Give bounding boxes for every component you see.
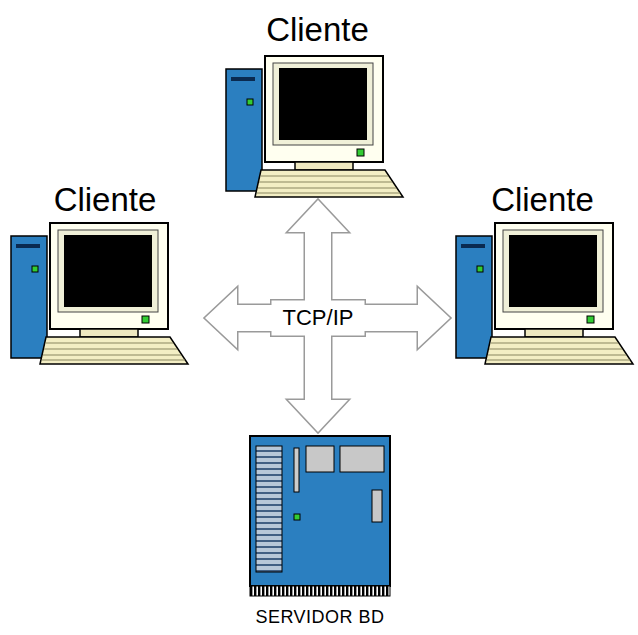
block-arrow [205, 288, 278, 348]
arrow-fill [288, 330, 348, 433]
client-label: Cliente [54, 182, 157, 218]
server-label: SERVIDOR BD [255, 608, 384, 628]
protocol-label: TCP/IP [283, 306, 354, 330]
client-node: Cliente [450, 178, 635, 370]
hub-fill [272, 301, 365, 336]
arrow-fill [359, 288, 451, 348]
arrow-fill [205, 288, 278, 348]
network-hub: TCP/IP [272, 301, 365, 336]
client-node: Cliente [5, 178, 205, 370]
hub-outline [272, 301, 365, 336]
client-label: Cliente [491, 182, 594, 218]
client-label: Cliente [266, 12, 369, 48]
client-computer [11, 223, 188, 364]
client-computer [456, 223, 633, 364]
client-node: Cliente [215, 8, 420, 200]
arrow-fill [288, 200, 348, 307]
server-board [250, 436, 390, 596]
block-arrow [288, 330, 348, 433]
block-arrow [359, 288, 451, 348]
server-node: SERVIDOR BD [250, 432, 390, 632]
block-arrow [288, 200, 348, 307]
client-computer [226, 56, 403, 197]
